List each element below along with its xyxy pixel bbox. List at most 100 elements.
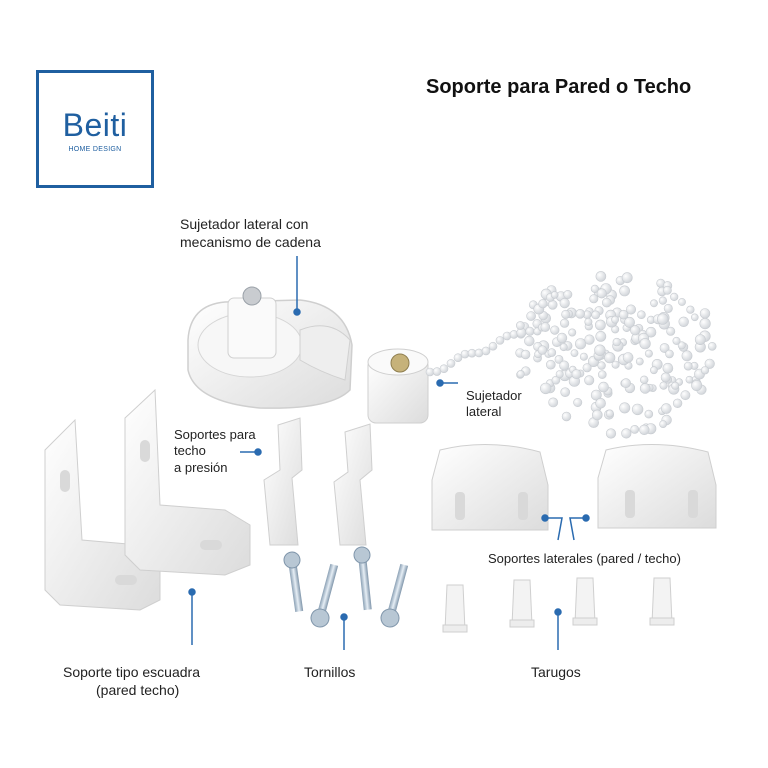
chain-bead: [619, 285, 630, 297]
chain-bead: [677, 341, 686, 350]
chain-bead: [699, 308, 711, 319]
chain-bead: [453, 353, 463, 363]
label-side-brackets: Soportes laterales (pared / techo): [488, 551, 681, 566]
chain-bead: [611, 360, 620, 369]
chain-bead: [605, 428, 617, 439]
chain-bead: [681, 350, 693, 362]
side-brackets: [431, 443, 717, 531]
chain-bead: [545, 359, 556, 370]
chain-bead: [495, 336, 505, 345]
label-plugs: Tarugos: [531, 664, 581, 680]
chain-bead: [707, 341, 717, 351]
chain-bead: [598, 381, 609, 393]
side-holder-part: [367, 348, 429, 424]
chain-bead: [659, 420, 667, 428]
chain-bead: [690, 313, 699, 322]
chain-bead: [584, 375, 595, 386]
chain-bead: [561, 411, 572, 422]
chain-bead: [594, 344, 606, 356]
label-angle-bracket-line2: (pared techo): [96, 681, 180, 698]
chain-bead: [699, 318, 711, 330]
chain-bead: [686, 305, 695, 314]
chain-bead: [551, 375, 561, 385]
chain-bead: [672, 336, 681, 345]
chain-bead: [570, 349, 579, 357]
chain-bead: [488, 341, 498, 351]
chain-bead: [659, 381, 668, 390]
chain-bead: [631, 403, 644, 416]
ceiling-press-clips: [263, 417, 373, 546]
chain-bead: [568, 328, 577, 337]
label-chain-mechanism: Sujetador lateral con mecanismo de caden…: [180, 216, 321, 251]
label-side-holder-line1: Sujetador: [466, 388, 522, 403]
chain-bead: [524, 335, 535, 347]
chain-bead: [556, 332, 568, 344]
chain-bead: [629, 325, 641, 336]
label-side-holder-line2: lateral: [466, 404, 502, 420]
chain-bead: [635, 357, 644, 366]
chain-bead: [571, 369, 582, 379]
chain-bead: [595, 319, 606, 331]
chain-bead: [590, 389, 602, 401]
chain-bead: [550, 291, 559, 299]
chain-bead: [658, 296, 668, 305]
chain-bead: [691, 379, 703, 391]
chain-bead: [639, 338, 651, 350]
chain-bead: [604, 352, 616, 364]
chain-bead: [561, 309, 571, 319]
chain-bead: [563, 289, 573, 299]
chain-bead: [559, 318, 570, 328]
chain-bead: [619, 402, 631, 414]
chain-bead: [596, 288, 607, 299]
chain-bead: [650, 366, 658, 375]
chain-bead: [595, 397, 606, 409]
chain-bead: [582, 363, 592, 373]
logo-name: Beiti: [62, 107, 128, 143]
chain-bead: [579, 352, 588, 361]
label-side-holder: Sujetador lateral: [466, 388, 522, 421]
chain-bead: [559, 360, 570, 371]
chain-bead: [680, 390, 691, 401]
chain-bead: [559, 343, 568, 352]
chain-bead: [650, 299, 658, 308]
chain-bead: [630, 424, 640, 434]
chain-bead: [644, 349, 653, 358]
brand-logo: Beiti HOME DESIGN: [36, 70, 154, 188]
angle-brackets: [44, 388, 251, 611]
chain-bead: [618, 309, 629, 320]
callout-pointers: [188, 256, 590, 650]
chain-bead: [639, 375, 649, 384]
chain-bead: [597, 361, 606, 370]
chain-bead: [659, 343, 670, 353]
chain-bead: [671, 381, 680, 390]
chain-bead: [460, 349, 470, 359]
chain-bead: [672, 398, 683, 408]
label-screws: Tornillos: [304, 664, 356, 680]
chain-bead: [663, 285, 672, 295]
chain-bead: [516, 370, 525, 379]
chain-bead: [625, 304, 636, 315]
label-chain-mechanism-line1: Sujetador lateral con: [180, 216, 309, 232]
chain-bead: [678, 316, 689, 327]
chain-bead: [481, 346, 491, 356]
chain-bead: [694, 334, 706, 345]
chain-bead: [540, 322, 551, 332]
chain-bead: [573, 397, 583, 407]
chain-bead: [547, 348, 557, 357]
label-ceiling-press-line1: Soportes para: [174, 427, 256, 442]
chain-bead: [639, 424, 650, 435]
chain-bead: [584, 334, 595, 345]
chain-bead: [595, 330, 607, 342]
label-angle-bracket-line1: Soporte tipo escuadra: [63, 664, 200, 680]
chain-bead: [591, 310, 601, 320]
chain-bead: [591, 409, 603, 421]
chain-bead: [539, 382, 552, 395]
chain-bead: [666, 326, 676, 336]
chain-bead: [685, 375, 694, 384]
chain-bead: [637, 310, 646, 320]
chain-bead: [526, 311, 536, 321]
chain-bead: [590, 284, 600, 294]
label-ceiling-press-line2: techo: [174, 443, 206, 459]
chain-bead: [595, 271, 607, 282]
